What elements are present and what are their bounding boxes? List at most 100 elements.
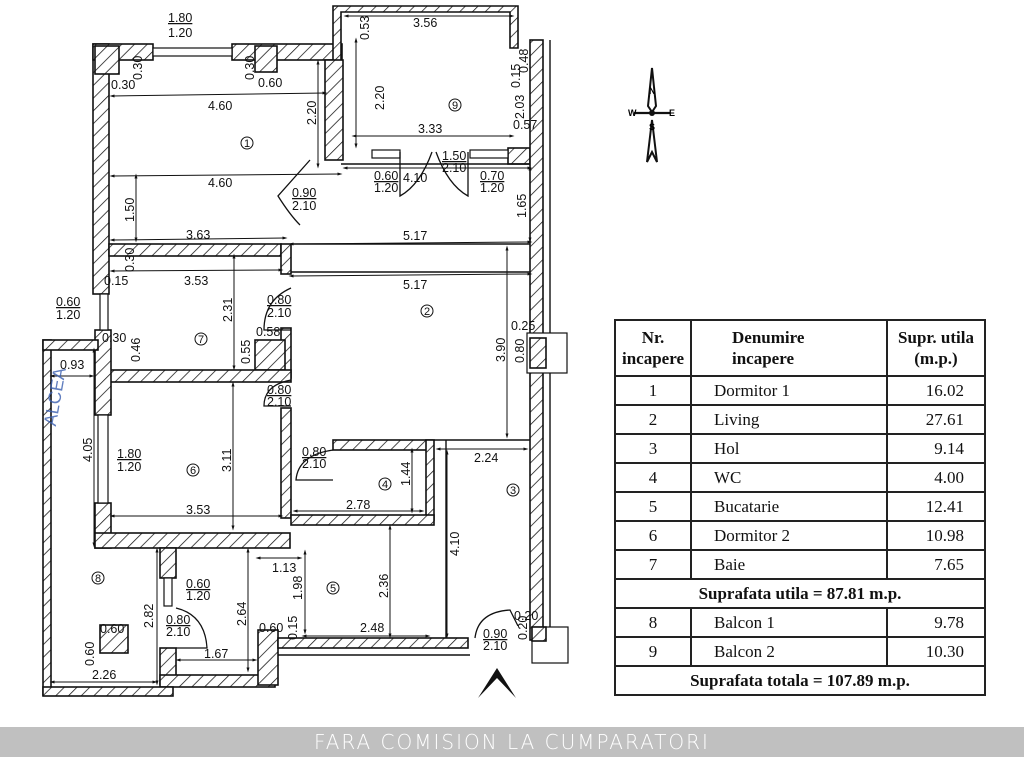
row-name: Living — [690, 404, 888, 435]
wall — [108, 369, 292, 383]
window — [97, 414, 109, 504]
wall — [42, 339, 99, 351]
dim-label: 1.65 — [515, 194, 529, 218]
compass-s: S — [649, 122, 655, 132]
subtotal-text: Suprafata utila = 87.81 m.p. — [614, 578, 986, 609]
room-marker-6: 6 — [186, 463, 200, 477]
dim-label: 2.10 — [442, 161, 466, 175]
banner-text: FARA COMISION LA CUMPARATORI — [314, 730, 710, 754]
svg-text:9: 9 — [452, 100, 458, 112]
dim-label: 2.82 — [142, 604, 156, 628]
dim-label: 4.10 — [448, 532, 462, 556]
dim-label: 1.20 — [168, 26, 192, 40]
row-name: Dormitor 2 — [690, 520, 888, 551]
svg-text:7: 7 — [198, 334, 204, 346]
compass-w: W — [628, 108, 637, 118]
row-nr: 1 — [614, 375, 692, 406]
dim-label: 0.20 — [516, 616, 530, 640]
dim-label: 1.20 — [374, 181, 398, 195]
dim-label: 0.30 — [123, 248, 137, 272]
dim-label: 3.53 — [186, 503, 210, 517]
dim-label: 0.55 — [239, 340, 253, 364]
dim-label: 3.33 — [418, 122, 442, 136]
wall — [280, 407, 292, 519]
wall — [290, 514, 435, 526]
dim-label: 0.53 — [358, 16, 372, 40]
row-nr: 2 — [614, 404, 692, 435]
window — [469, 149, 509, 159]
pillar — [507, 147, 531, 165]
door — [175, 607, 208, 649]
wall — [42, 686, 174, 697]
door — [277, 159, 311, 226]
dim-label: 2.20 — [373, 86, 387, 110]
room-marker-3: 3 — [506, 483, 520, 497]
dim-label: 2.10 — [267, 395, 291, 409]
dim-label: 0.60 — [258, 76, 282, 90]
dim-label: 2.20 — [305, 101, 319, 125]
room-marker-8: 8 — [91, 571, 105, 585]
row-name: Bucatarie — [690, 491, 888, 522]
dim-label: 2.31 — [221, 298, 235, 322]
dim-label: 2.10 — [267, 306, 291, 320]
dim-label: 0.15 — [104, 274, 128, 288]
room-marker-9: 9 — [448, 98, 462, 112]
dimension-line — [109, 91, 328, 98]
dim-label: 0.80 — [267, 293, 291, 307]
row-nr: 8 — [614, 607, 692, 638]
dimension-line — [109, 268, 284, 273]
stamp-text: ALCEA — [40, 365, 70, 428]
dim-label: 0.90 — [483, 627, 507, 641]
door — [399, 151, 433, 198]
dim-label: 0.80 — [513, 339, 527, 363]
dim-label: 1.67 — [204, 647, 228, 661]
compass-icon: N S W E — [628, 67, 675, 163]
dim-label: 2.26 — [92, 668, 116, 682]
dim-label: 0.80 — [166, 613, 190, 627]
dim-label: 0.25 — [511, 319, 535, 333]
header-area: Supr. utila(m.p.) — [886, 319, 986, 377]
window — [371, 149, 401, 159]
banner: FARA COMISION LA CUMPARATORI — [0, 727, 1024, 757]
door — [435, 151, 469, 198]
pillar — [254, 339, 286, 371]
dim-label: 1.80 — [117, 447, 141, 461]
dim-label: 0.60 — [374, 169, 398, 183]
dim-label: 4.10 — [403, 171, 427, 185]
row-area: 10.98 — [886, 520, 986, 551]
door — [263, 287, 292, 331]
room-marker-1: 1 — [240, 136, 254, 150]
row-name: Dormitor 1 — [690, 375, 888, 406]
wall — [280, 243, 292, 275]
dim-label: 0.30 — [131, 56, 145, 80]
dimension-labels: 1.80 1.20 0.30 0.30 0.30 0.60 4.60 2.20 … — [56, 11, 538, 682]
pillar — [529, 337, 547, 369]
dim-label: 1.98 — [291, 576, 305, 600]
room-marker-7: 7 — [194, 332, 208, 346]
total-text: Suprafata totala = 107.89 m.p. — [614, 665, 986, 696]
wall — [92, 43, 110, 295]
row-name: WC — [690, 462, 888, 493]
row-area: 10.30 — [886, 636, 986, 667]
svg-text:2: 2 — [424, 306, 430, 318]
row-area: 9.78 — [886, 607, 986, 638]
row-nr: 7 — [614, 549, 692, 580]
dim-label: 0.70 — [480, 169, 504, 183]
row-nr: 5 — [614, 491, 692, 522]
window — [163, 577, 173, 607]
row-area: 16.02 — [886, 375, 986, 406]
dim-label: 2.78 — [346, 498, 370, 512]
dim-label: 0.20 — [514, 609, 538, 623]
dim-label: 0.60 — [100, 622, 124, 636]
wall — [94, 532, 291, 549]
wall — [159, 547, 177, 579]
row-name: Baie — [690, 549, 888, 580]
dim-label: 1.20 — [186, 589, 210, 603]
dim-label: 2.03 — [513, 95, 527, 119]
row-nr: 3 — [614, 433, 692, 464]
